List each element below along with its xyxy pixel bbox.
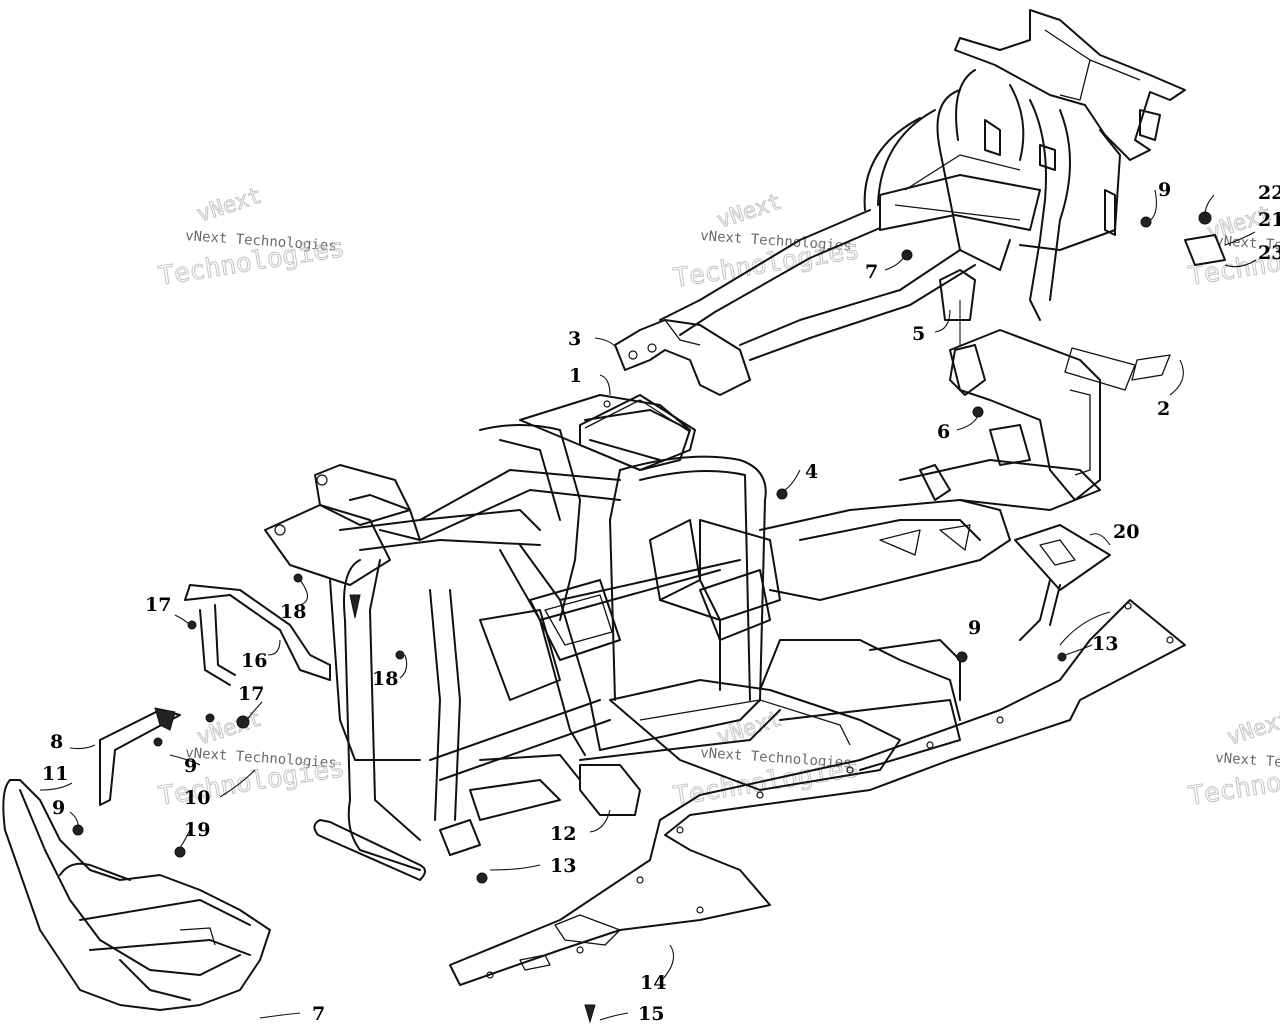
bolt-17-side-icon bbox=[205, 713, 215, 723]
nut-18-mid-icon bbox=[395, 650, 405, 660]
callout-11: 11 bbox=[42, 763, 68, 785]
callout-17-mid: 17 bbox=[238, 683, 264, 705]
nut-9-bumper-icon bbox=[72, 824, 84, 836]
bolt-15-icon bbox=[584, 1004, 596, 1024]
callout-3: 3 bbox=[568, 328, 581, 350]
callout-18-top: 18 bbox=[280, 601, 306, 623]
watermark-vnext-2: vNext bbox=[714, 189, 785, 233]
nut-9-icon bbox=[1140, 216, 1152, 228]
callout-16: 16 bbox=[241, 650, 267, 672]
rear-rack-frame bbox=[659, 9, 1186, 361]
part-5-6-mount bbox=[939, 269, 986, 418]
part-20-plate bbox=[1014, 524, 1111, 641]
part-3-bracket bbox=[614, 319, 751, 396]
watermark-vnext-5: vNext bbox=[714, 706, 785, 750]
callout-13-front: 13 bbox=[550, 855, 576, 877]
callout-7-rear: 7 bbox=[865, 261, 878, 283]
bolt-7-icon bbox=[901, 249, 913, 261]
bolt-17-top-icon bbox=[187, 620, 197, 630]
callout-7-front: 7 bbox=[312, 1003, 325, 1024]
callout-15: 15 bbox=[638, 1003, 664, 1024]
callout-1: 1 bbox=[569, 365, 582, 387]
callout-12: 12 bbox=[550, 823, 576, 845]
callout-14: 14 bbox=[640, 972, 666, 994]
callout-9-rear: 9 bbox=[1158, 179, 1171, 201]
bolt-4-icon bbox=[776, 488, 788, 500]
washer-22-icon bbox=[1198, 211, 1212, 225]
bracket-12-icon bbox=[579, 764, 641, 816]
callout-labels: 1 2 3 4 5 6 7 7 8 9 9 9 9 10 11 12 13 13… bbox=[42, 179, 1280, 1024]
callout-23: 23 bbox=[1258, 242, 1280, 264]
hardware bbox=[72, 211, 1226, 1024]
rear-lower-frame bbox=[609, 329, 1101, 791]
bolt-19-icon bbox=[174, 846, 186, 858]
callout-9-bumper: 9 bbox=[52, 797, 65, 819]
front-bumper-assembly bbox=[2, 707, 271, 1011]
nut-9-front-icon bbox=[153, 737, 163, 747]
callout-13-rear: 13 bbox=[1092, 633, 1118, 655]
callout-18-mid: 18 bbox=[372, 668, 398, 690]
leader-lines bbox=[39, 189, 1257, 1021]
part-1-plate bbox=[579, 394, 696, 471]
callout-17-top: 17 bbox=[145, 594, 171, 616]
watermark-vnext-1: vNext bbox=[194, 183, 265, 227]
callout-9-mid: 9 bbox=[968, 617, 981, 639]
callout-21: 21 bbox=[1258, 209, 1280, 231]
callout-10: 10 bbox=[184, 787, 210, 809]
bolt-17-mid-icon bbox=[236, 715, 250, 729]
part-2-decal bbox=[1064, 347, 1171, 391]
nut-9-mid-icon bbox=[956, 651, 968, 663]
callout-4: 4 bbox=[805, 461, 818, 483]
nut-18-top-icon bbox=[293, 573, 303, 583]
part-16-tube bbox=[184, 584, 331, 686]
part-14-skid-plate bbox=[449, 599, 1186, 986]
bolt-13-rear-icon bbox=[1057, 652, 1067, 662]
bolt-13-front-icon bbox=[476, 872, 488, 884]
watermark-vnext-6: vNext bbox=[1224, 706, 1280, 750]
callout-5: 5 bbox=[912, 323, 925, 345]
callout-22: 22 bbox=[1258, 182, 1280, 204]
watermark-group: vNext vNext Technologies Technologies vN… bbox=[156, 183, 1280, 812]
watermark-vnext-4: vNext bbox=[194, 706, 265, 750]
marker-arrow-icon bbox=[349, 594, 361, 619]
bracket-21-icon bbox=[1184, 234, 1226, 266]
callout-20: 20 bbox=[1113, 521, 1139, 543]
callout-6: 6 bbox=[937, 421, 950, 443]
callout-19: 19 bbox=[184, 819, 210, 841]
callout-8: 8 bbox=[50, 731, 63, 753]
callout-2: 2 bbox=[1157, 398, 1170, 420]
callout-9-front: 9 bbox=[184, 755, 197, 777]
